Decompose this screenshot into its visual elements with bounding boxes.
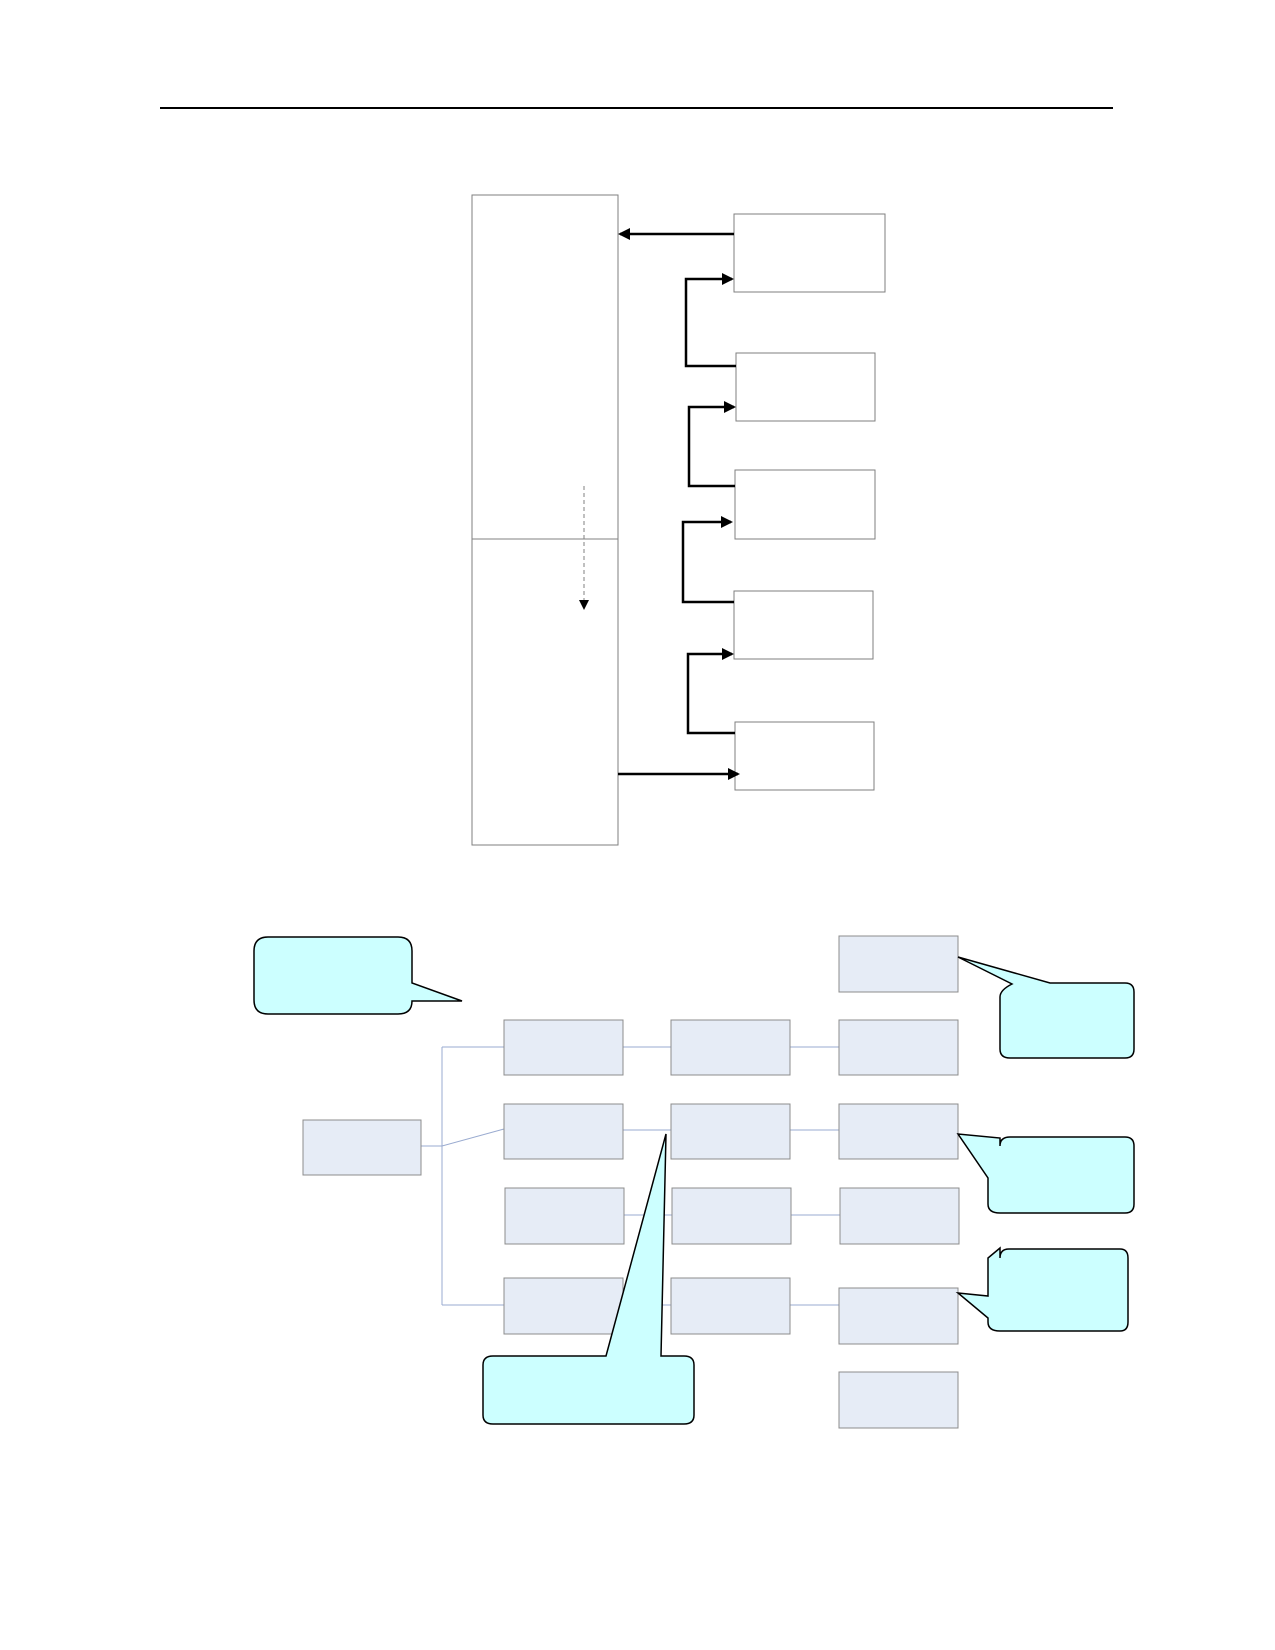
step-box-3 [734,469,876,540]
callout-top-left [253,936,463,1015]
callout-right-bottom [955,1246,1129,1332]
level1-box-1 [503,1019,624,1076]
arrow-box3-to-box2 [687,401,736,488]
step-box-4 [733,590,874,660]
arrow-box2-to-box1 [684,273,736,368]
level1-box-2 [503,1103,624,1160]
tall-block [471,194,619,846]
arrow-box5-to-box4 [686,648,735,735]
arrow-box4-to-box3 [681,516,734,604]
level3-box-3 [838,1103,959,1160]
level1-box-3 [504,1187,625,1245]
level1-box-4 [503,1277,624,1335]
callout-right-top [957,956,1135,1059]
level2-box-3 [671,1187,792,1245]
callout-bottom-center [482,1133,695,1425]
step-box-5 [734,721,875,791]
level3-box-6 [838,1371,959,1429]
level3-box-4 [839,1187,960,1245]
level3-box-1 [838,935,959,993]
level2-box-1 [670,1019,791,1076]
step-box-1 [733,213,886,293]
step-box-2 [735,352,876,422]
callout-right-middle [956,1133,1135,1214]
top-flowchart [471,194,886,846]
bottom-hierarchy [253,935,1135,1429]
level3-box-2 [838,1019,959,1076]
root-box [302,1119,422,1176]
level2-box-4 [670,1277,791,1335]
dashed-flow-arrowhead [579,600,589,610]
level3-box-5 [838,1287,959,1345]
level2-box-2 [670,1103,791,1160]
